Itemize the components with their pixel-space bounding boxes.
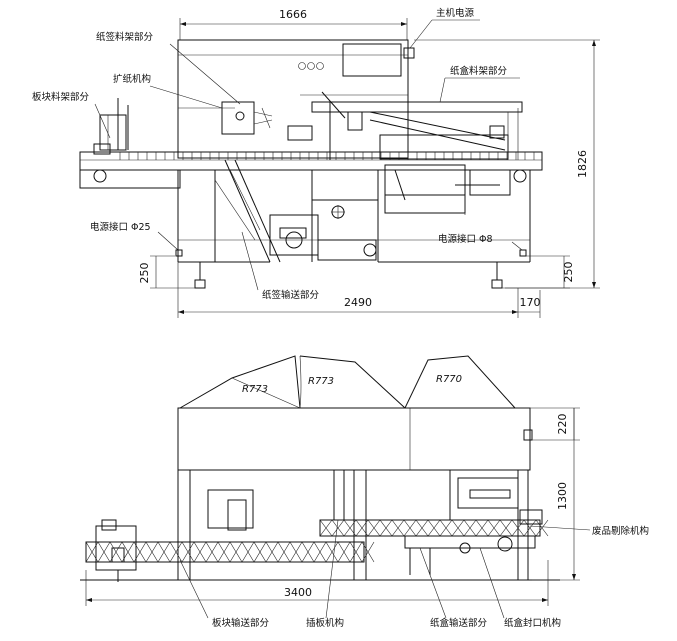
- lattice-segment: [157, 541, 171, 563]
- label-main-power: 主机电源: [436, 7, 475, 19]
- side-cabinet: [177, 407, 533, 581]
- flap-arcs: R773 R773 R770: [179, 355, 516, 409]
- lattice-segment: [241, 541, 255, 563]
- lattice-segment: [331, 519, 345, 537]
- lattice-segment: [439, 519, 453, 537]
- main-conveyor-rail: [79, 151, 543, 189]
- lattice-segment: [499, 519, 513, 537]
- side-length-value: 3400: [284, 586, 312, 599]
- lattice-segment: [325, 541, 339, 563]
- dimension-height-total: 1826: [414, 39, 600, 289]
- label-carton-rack: 纸盒料架部分: [450, 65, 508, 77]
- lattice-segment: [253, 541, 267, 563]
- lattice-segment: [349, 541, 363, 563]
- lattice-segment: [343, 519, 357, 537]
- right-base-value: 250: [562, 262, 575, 283]
- side-view-annotations: 废品剔除机构 板块输送部分 插板机构 纸盒输送部分 纸盒封口机构: [179, 519, 649, 629]
- lattice-segment: [355, 519, 369, 537]
- lattice-segment: [97, 541, 111, 563]
- carton-conveyor: [319, 509, 549, 575]
- lattice-segment: [169, 541, 183, 563]
- leaflet-conveyor: [214, 159, 377, 263]
- lattice-segment: [145, 541, 159, 563]
- lattice-segment: [181, 541, 195, 563]
- lattice-segment: [475, 519, 489, 537]
- lattice-segment: [193, 541, 207, 563]
- lattice-segment: [319, 519, 333, 537]
- lattice-segment: [229, 541, 243, 563]
- machine-feet: [194, 262, 503, 289]
- carton-rack: [287, 91, 523, 160]
- lattice-segment: [403, 519, 417, 537]
- dimension-width-top: 1666: [179, 8, 408, 40]
- right-extension-value: 170: [520, 296, 541, 309]
- label-leaflet-rack: 纸签料架部分: [96, 31, 154, 43]
- plate-rack: [93, 98, 129, 155]
- lattice-segment: [427, 519, 441, 537]
- lattice-segment: [523, 519, 537, 537]
- machine-frame: [177, 170, 531, 263]
- lattice-segment: [337, 541, 351, 563]
- lattice-segment: [217, 541, 231, 563]
- label-power-port-left: 电源接口 Φ25: [90, 221, 151, 233]
- side-view: R773 R773 R770: [80, 355, 649, 629]
- lattice-segment: [205, 541, 219, 563]
- lattice-segment: [487, 519, 501, 537]
- label-leaflet-conveying: 纸签输送部分: [262, 289, 320, 301]
- lattice-segment: [535, 519, 549, 537]
- dimension-side-length: 3400: [85, 560, 549, 606]
- top-view: 1666: [32, 7, 600, 318]
- carton-transfer-mechanism: [384, 164, 511, 215]
- label-power-port-right: 电源接口 Φ8: [438, 233, 493, 245]
- dimension-right-base: 250: [502, 255, 575, 289]
- lattice-segment: [511, 519, 525, 537]
- top-view-annotations: 主机电源 纸签料架部分 纸盒料架部分 扩纸机构 板块料架部分 电源接口 Φ25 …: [32, 7, 523, 301]
- top-height-value: 220: [556, 414, 569, 435]
- label-reject-mechanism: 废品剔除机构: [592, 525, 649, 537]
- carton-conveyor-lattice: [319, 519, 549, 537]
- dimension-top-height: 220: [515, 407, 580, 441]
- plate-conveyor: [85, 519, 375, 582]
- dimension-length-total: 2490 170: [177, 262, 541, 318]
- upper-cabinet: [177, 39, 415, 159]
- lattice-segment: [277, 541, 291, 563]
- label-paper-opening: 扩纸机构: [113, 73, 151, 85]
- radius-1: R773: [242, 384, 268, 395]
- lattice-segment: [463, 519, 477, 537]
- radius-3: R770: [436, 374, 462, 385]
- length-total-value: 2490: [344, 296, 372, 309]
- lattice-segment: [367, 519, 381, 537]
- label-plate-conveying: 板块输送部分: [212, 617, 270, 629]
- radius-2: R773: [308, 376, 334, 387]
- paper-opening-box: [221, 101, 273, 135]
- lattice-segment: [301, 541, 315, 563]
- plate-conveyor-lattice: [85, 541, 375, 563]
- lattice-segment: [379, 519, 393, 537]
- lattice-segment: [361, 541, 375, 563]
- lattice-segment: [451, 519, 465, 537]
- label-carton-conveying: 纸盒输送部分: [430, 617, 488, 629]
- label-insertion-mechanism: 插板机构: [306, 617, 344, 629]
- side-height-value: 1300: [556, 482, 569, 510]
- dimension-side-height: 1300: [532, 408, 580, 581]
- lattice-segment: [289, 541, 303, 563]
- lattice-segment: [313, 541, 327, 563]
- width-top-value: 1666: [279, 8, 307, 21]
- conveyor-ticks: [119, 152, 535, 160]
- dimension-left-base: 250: [138, 255, 195, 289]
- label-plate-rack: 板块料架部分: [32, 91, 90, 103]
- left-base-value: 250: [138, 263, 151, 284]
- height-total-value: 1826: [576, 150, 589, 178]
- lattice-segment: [415, 519, 429, 537]
- label-carton-sealing: 纸盒封口机构: [504, 617, 561, 629]
- lattice-segment: [391, 519, 405, 537]
- lattice-segment: [265, 541, 279, 563]
